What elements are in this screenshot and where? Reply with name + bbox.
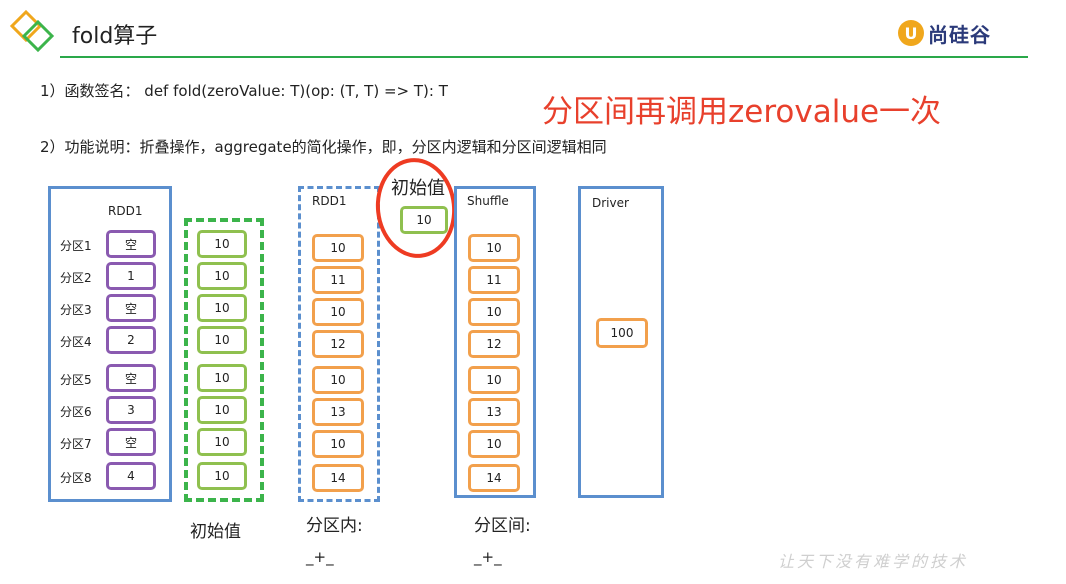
partition-value: 空: [106, 294, 156, 322]
shuffle-panel: [454, 186, 536, 498]
function-description: 2）功能说明：折叠操作，aggregate的简化操作，即，分区内逻辑和分区间逻辑…: [40, 138, 607, 156]
diamond-logo-icon: [9, 9, 55, 53]
intra-result-cell: 10: [312, 366, 364, 394]
partition-value: 空: [106, 364, 156, 392]
intra-op: _+_: [306, 548, 334, 566]
intra-result-cell: 14: [312, 464, 364, 492]
intra-result-cell: 10: [312, 430, 364, 458]
intra-result-cell: 13: [312, 398, 364, 426]
shuffle-value-cell: 10: [468, 366, 520, 394]
initial-value-cell: 10: [197, 230, 247, 258]
footer-watermark: 让天下没有难学的技术: [778, 552, 969, 571]
shuffle-value-cell: 13: [468, 398, 520, 426]
partition-label: 分区1: [60, 239, 92, 253]
inter-caption: 分区间:: [474, 516, 531, 536]
initial-value-cell: 10: [197, 262, 247, 290]
initial-value-cell: 10: [197, 462, 247, 490]
red-annotation: 分区间再调用zerovalue一次: [542, 94, 942, 130]
partition-label: 分区5: [60, 373, 92, 387]
header-divider: [60, 56, 1028, 58]
initial-caption: 初始值: [190, 522, 241, 542]
shuffle-value-cell: 11: [468, 266, 520, 294]
intra-result-cell: 10: [312, 234, 364, 262]
partition-value: 2: [106, 326, 156, 354]
red-highlight-circle: [370, 154, 462, 262]
driver-panel: [578, 186, 664, 498]
rdd1-source-title: RDD1: [108, 204, 143, 218]
driver-value: 100: [596, 318, 648, 348]
rdd1-source-panel: [48, 186, 172, 502]
intra-result-cell: 10: [312, 298, 364, 326]
shuffle-value-cell: 12: [468, 330, 520, 358]
partition-label: 分区3: [60, 303, 92, 317]
driver-title: Driver: [592, 196, 629, 210]
shuffle-value-cell: 10: [468, 298, 520, 326]
partition-label: 分区8: [60, 471, 92, 485]
shuffle-value-cell: 10: [468, 234, 520, 262]
initial-value-cell: 10: [197, 326, 247, 354]
brand-logo: U 尚硅谷: [898, 18, 991, 48]
initial-value-cell: 10: [197, 364, 247, 392]
shuffle-initial-value: 10: [400, 206, 448, 234]
partition-label: 分区7: [60, 437, 92, 451]
partition-value: 空: [106, 428, 156, 456]
inter-op: _+_: [474, 548, 502, 566]
partition-value: 3: [106, 396, 156, 424]
rdd1-intra-title: RDD1: [312, 194, 347, 208]
intra-result-cell: 12: [312, 330, 364, 358]
shuffle-title: Shuffle: [467, 194, 509, 208]
initial-value-cell: 10: [197, 428, 247, 456]
rdd1-intra-panel: [298, 186, 380, 502]
shuffle-initial-label: 初始值: [391, 178, 445, 199]
partition-value: 4: [106, 462, 156, 490]
intra-caption: 分区内:: [306, 516, 363, 536]
initial-value-cell: 10: [197, 396, 247, 424]
initial-values-panel: [184, 218, 264, 502]
initial-value-cell: 10: [197, 294, 247, 322]
slide-title: fold算子: [72, 24, 158, 49]
partition-value: 空: [106, 230, 156, 258]
intra-result-cell: 11: [312, 266, 364, 294]
brand-name: 尚硅谷: [928, 22, 991, 47]
partition-label: 分区4: [60, 335, 92, 349]
shuffle-value-cell: 14: [468, 464, 520, 492]
shuffle-value-cell: 10: [468, 430, 520, 458]
function-signature: 1）函数签名： def fold(zeroValue: T)(op: (T, T…: [40, 82, 448, 100]
brand-badge-icon: U: [898, 20, 924, 46]
partition-label: 分区6: [60, 405, 92, 419]
partition-value: 1: [106, 262, 156, 290]
partition-label: 分区2: [60, 271, 92, 285]
